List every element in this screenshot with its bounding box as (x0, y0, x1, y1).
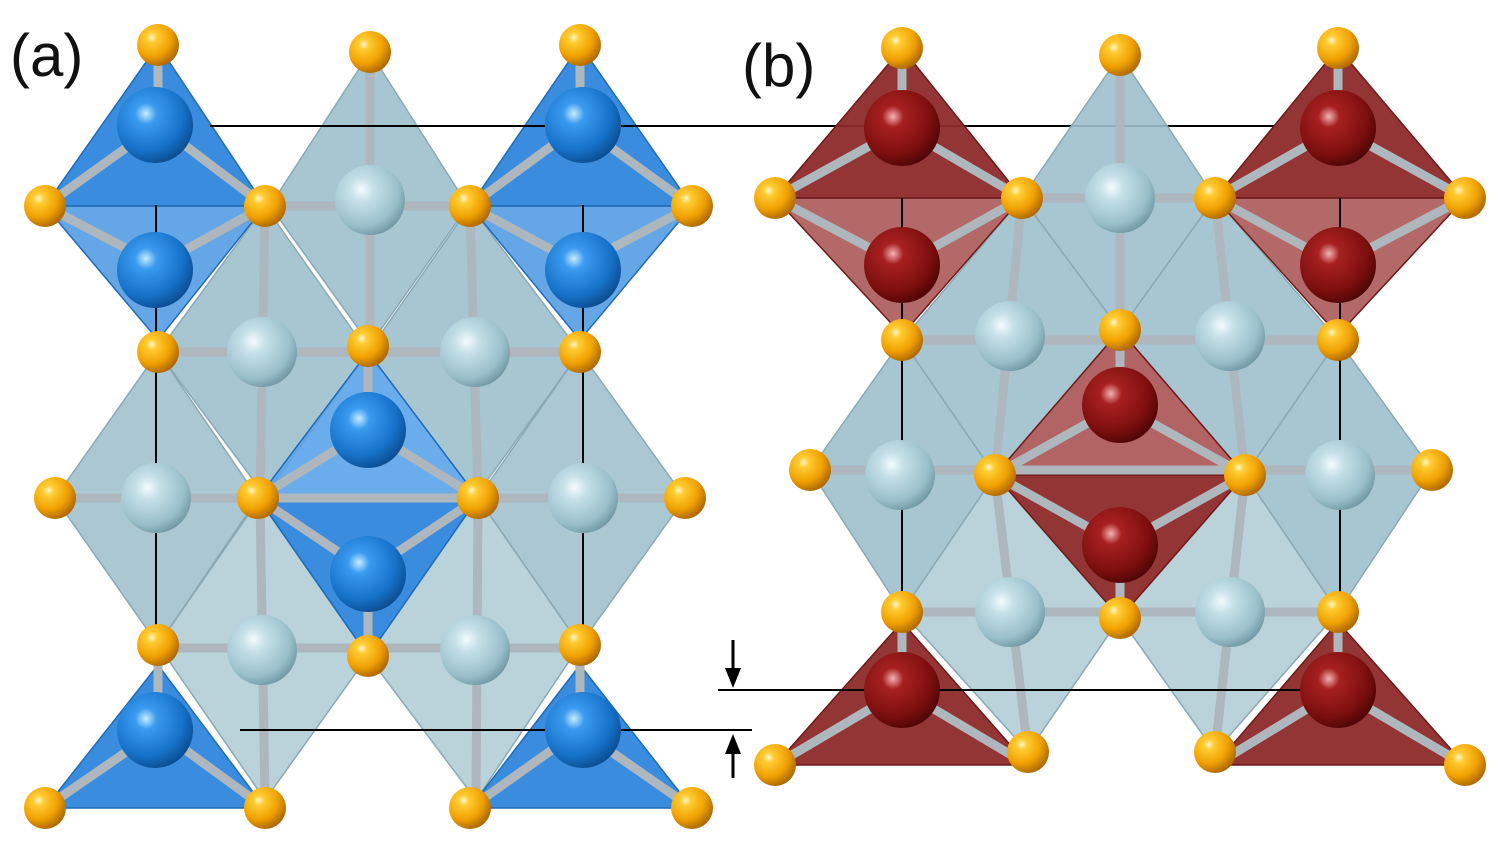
red-cation-atom (1082, 367, 1158, 443)
anion-atom (754, 177, 796, 219)
panel-b-anions (754, 27, 1486, 786)
anion-atom (137, 624, 179, 666)
anion-atom (671, 185, 713, 227)
anion-atom (349, 31, 391, 73)
anion-atom (1444, 177, 1486, 219)
anion-atom (457, 477, 499, 519)
anion-atom (244, 185, 286, 227)
panel-b-red-cations (864, 90, 1376, 728)
red-cation-atom (864, 90, 940, 166)
anion-atom (1317, 591, 1359, 633)
displacement-arrows (725, 640, 741, 778)
panel-b-host-cations (865, 163, 1375, 647)
anion-atom (1099, 34, 1141, 76)
host-cation-atom (121, 463, 191, 533)
anion-atom (974, 454, 1016, 496)
anion-atom (1317, 27, 1359, 69)
anion-atom (881, 27, 923, 69)
host-cation-atom (1195, 577, 1265, 647)
anion-atom (754, 744, 796, 786)
host-cation-atom (1195, 301, 1265, 371)
blue-cation-atom (330, 392, 406, 468)
anion-atom (789, 449, 831, 491)
host-cation-atom (975, 577, 1045, 647)
anion-atom (881, 319, 923, 361)
host-cation-atom (227, 317, 297, 387)
anion-atom (24, 787, 66, 829)
red-cation-atom (1300, 90, 1376, 166)
host-cation-atom (1085, 163, 1155, 233)
anion-atom (559, 331, 601, 373)
arrow-down-icon (725, 640, 741, 688)
anion-atom (237, 477, 279, 519)
host-cation-atom (440, 317, 510, 387)
anion-atom (1001, 177, 1043, 219)
red-cation-atom (864, 652, 940, 728)
anion-atom (1317, 319, 1359, 361)
blue-cation-atom (117, 232, 193, 308)
blue-cation-atom (330, 536, 406, 612)
anion-atom (347, 635, 389, 677)
anion-atom (881, 591, 923, 633)
anion-atom (449, 185, 491, 227)
anion-atom (244, 787, 286, 829)
panel-a-structure (24, 24, 1275, 829)
anion-atom (1007, 731, 1049, 773)
host-cation-atom (1305, 440, 1375, 510)
anion-atom (559, 24, 601, 66)
panel-a-blue-cations (117, 87, 621, 768)
panel-label-a: (a) (10, 22, 84, 89)
anion-atom (449, 787, 491, 829)
host-cation-atom (975, 301, 1045, 371)
panel-a-anions (24, 24, 713, 829)
panel-a-host-cations (121, 165, 618, 685)
host-cation-atom (548, 463, 618, 533)
anion-atom (559, 624, 601, 666)
red-cation-atom (1300, 227, 1376, 303)
anion-atom (1194, 177, 1236, 219)
anion-atom (1099, 597, 1141, 639)
anion-atom (137, 24, 179, 66)
red-cation-atom (1082, 507, 1158, 583)
red-cation-atom (1300, 652, 1376, 728)
anion-atom (24, 185, 66, 227)
anion-atom (137, 331, 179, 373)
panel-label-b: (b) (742, 32, 816, 99)
host-cation-atom (335, 165, 405, 235)
blue-cation-atom (545, 692, 621, 768)
anion-atom (34, 477, 76, 519)
anion-atom (347, 325, 389, 367)
host-cation-atom (865, 440, 935, 510)
anion-atom (1224, 454, 1266, 496)
blue-cation-atom (545, 232, 621, 308)
anion-atom (1411, 449, 1453, 491)
anion-atom (1194, 731, 1236, 773)
anion-atom (671, 787, 713, 829)
anion-atom (1099, 309, 1141, 351)
blue-cation-atom (545, 87, 621, 163)
host-cation-atom (227, 615, 297, 685)
panel-b-structure (718, 27, 1486, 786)
anion-atom (1444, 744, 1486, 786)
blue-cation-atom (117, 692, 193, 768)
anion-atom (664, 477, 706, 519)
blue-cation-atom (117, 87, 193, 163)
host-cation-atom (440, 615, 510, 685)
arrow-up-icon (725, 734, 741, 778)
red-cation-atom (864, 227, 940, 303)
